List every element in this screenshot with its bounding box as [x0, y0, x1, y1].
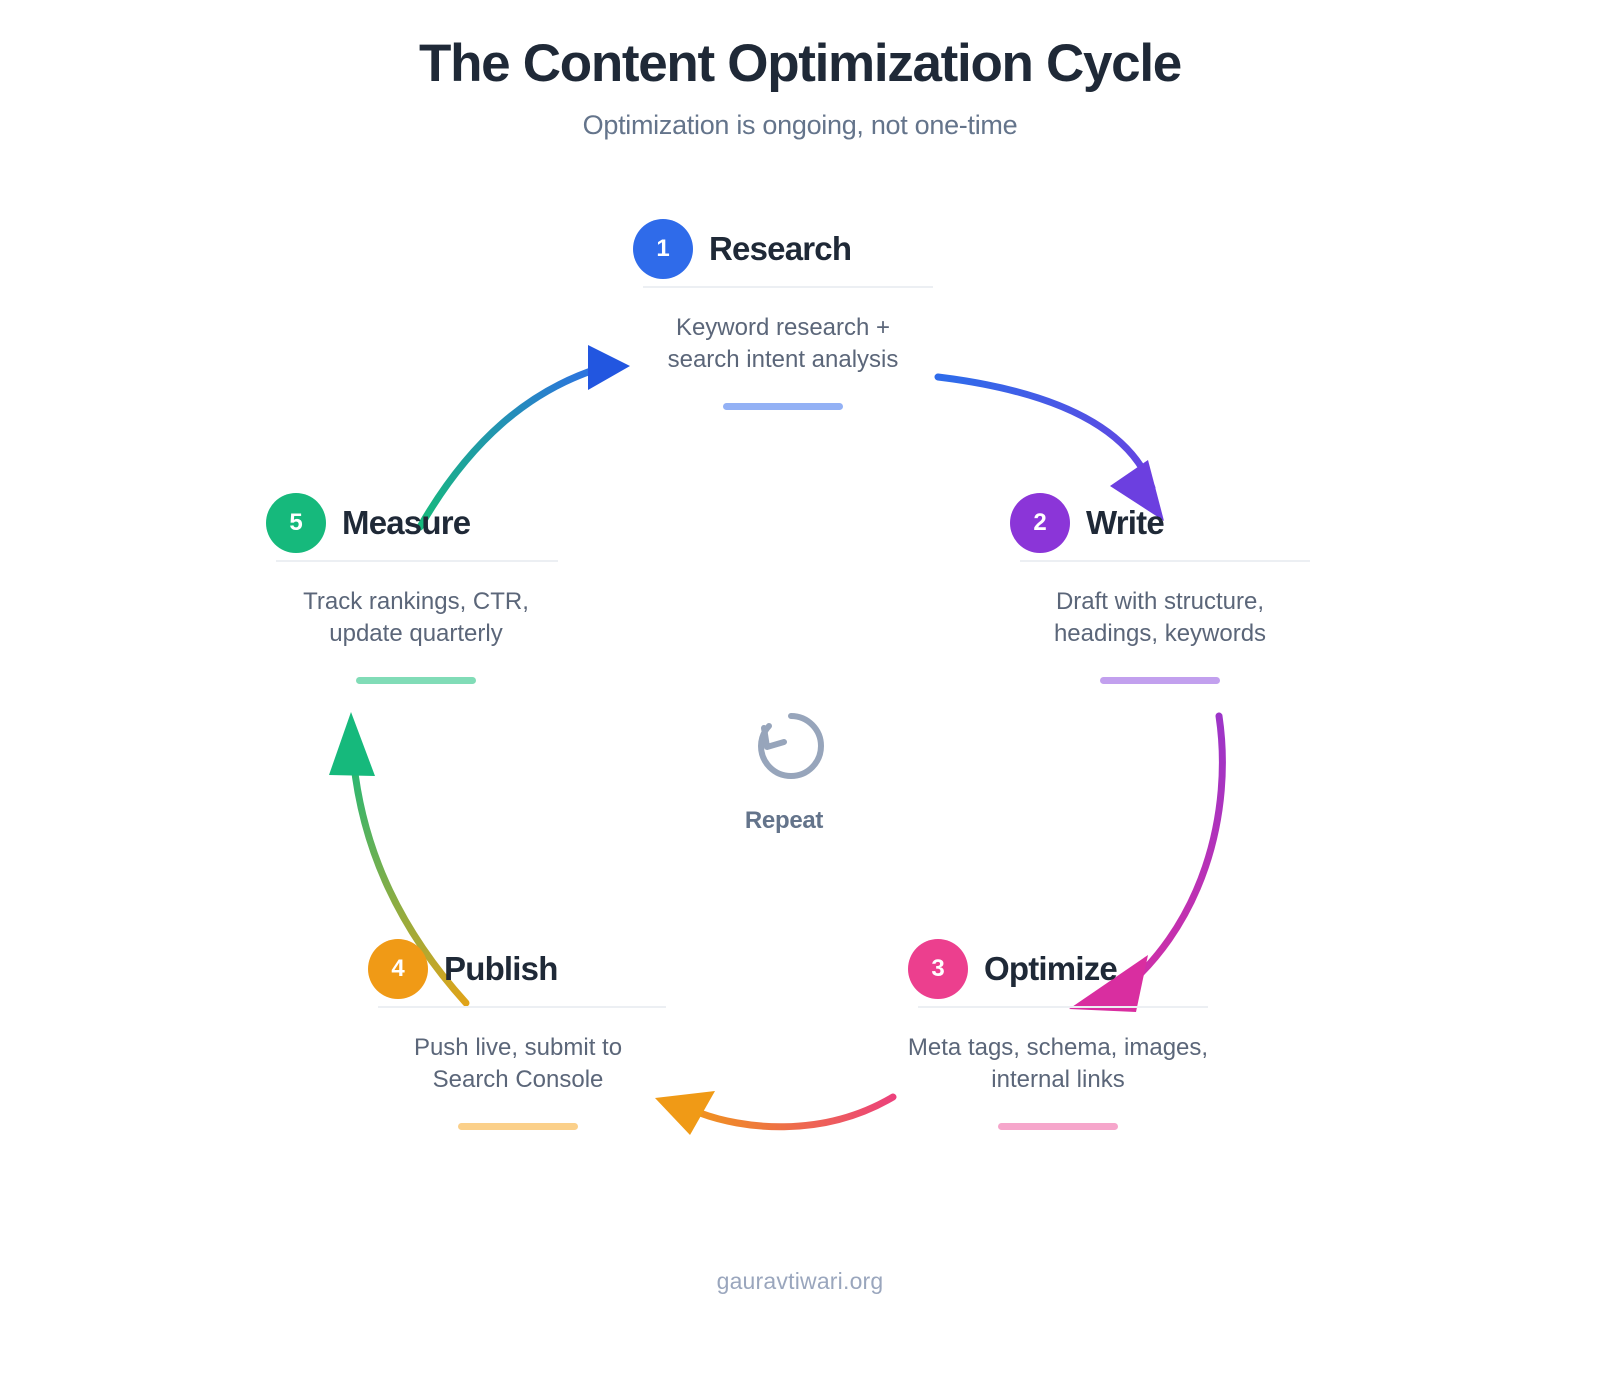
step-description: Meta tags, schema, images, internal link…	[907, 1034, 1209, 1094]
node-divider	[378, 1006, 666, 1008]
node-divider	[918, 1006, 1208, 1008]
cycle-step-measure[interactable]: 5 Measure Track rankings, CTR, update qu…	[266, 492, 566, 684]
page-title: The Content Optimization Cycle	[419, 34, 1182, 93]
repeat-label: Repeat	[744, 807, 824, 834]
node-header: 5 Measure	[266, 492, 566, 554]
step-number-badge: 5	[266, 493, 326, 553]
cycle-step-research[interactable]: 1 Research Keyword research + search int…	[633, 218, 933, 410]
node-divider	[643, 286, 933, 288]
step-number-badge: 2	[1010, 493, 1070, 553]
step-description: Track rankings, CTR, update quarterly	[303, 588, 529, 648]
node-header: 2 Write	[1010, 492, 1310, 554]
step-title: Publish	[444, 950, 558, 987]
step-accent-bar	[356, 676, 476, 684]
node-header: 4 Publish	[368, 938, 668, 1000]
step-description: Push live, submit to Search Console	[413, 1034, 623, 1094]
step-title: Optimize	[984, 950, 1118, 987]
node-header: 1 Research	[633, 218, 933, 280]
step-title: Write	[1086, 504, 1165, 541]
step-title: Research	[709, 230, 852, 267]
repeat-indicator: Repeat	[700, 700, 868, 835]
step-accent-bar	[458, 1122, 578, 1130]
cycle-step-publish[interactable]: 4 Publish Push live, submit to Search Co…	[368, 938, 668, 1130]
cycle-step-write[interactable]: 2 Write Draft with structure, headings, …	[1010, 492, 1310, 684]
arrow-optimize-to-publish	[655, 1091, 897, 1135]
circular-arrow-icon	[757, 713, 824, 779]
step-description: Draft with structure, headings, keywords	[1053, 588, 1267, 648]
footer-credit: gauravtiwari.org	[716, 1268, 884, 1294]
step-accent-bar	[1100, 676, 1220, 684]
node-divider	[1020, 560, 1310, 562]
step-number-badge: 4	[368, 939, 428, 999]
step-accent-bar	[723, 402, 843, 410]
header: The Content Optimization Cycle Optimizat…	[0, 0, 1600, 141]
step-accent-bar	[998, 1122, 1118, 1130]
step-description: Keyword research + search intent analysi…	[667, 314, 899, 374]
node-header: 3 Optimize	[908, 938, 1208, 1000]
step-number-badge: 1	[633, 219, 693, 279]
step-number-badge: 3	[908, 939, 968, 999]
node-divider	[276, 560, 558, 562]
page-subtitle: Optimization is ongoing, not one-time	[582, 110, 1018, 140]
step-title: Measure	[342, 504, 471, 541]
cycle-step-optimize[interactable]: 3 Optimize Meta tags, schema, images, in…	[908, 938, 1208, 1130]
